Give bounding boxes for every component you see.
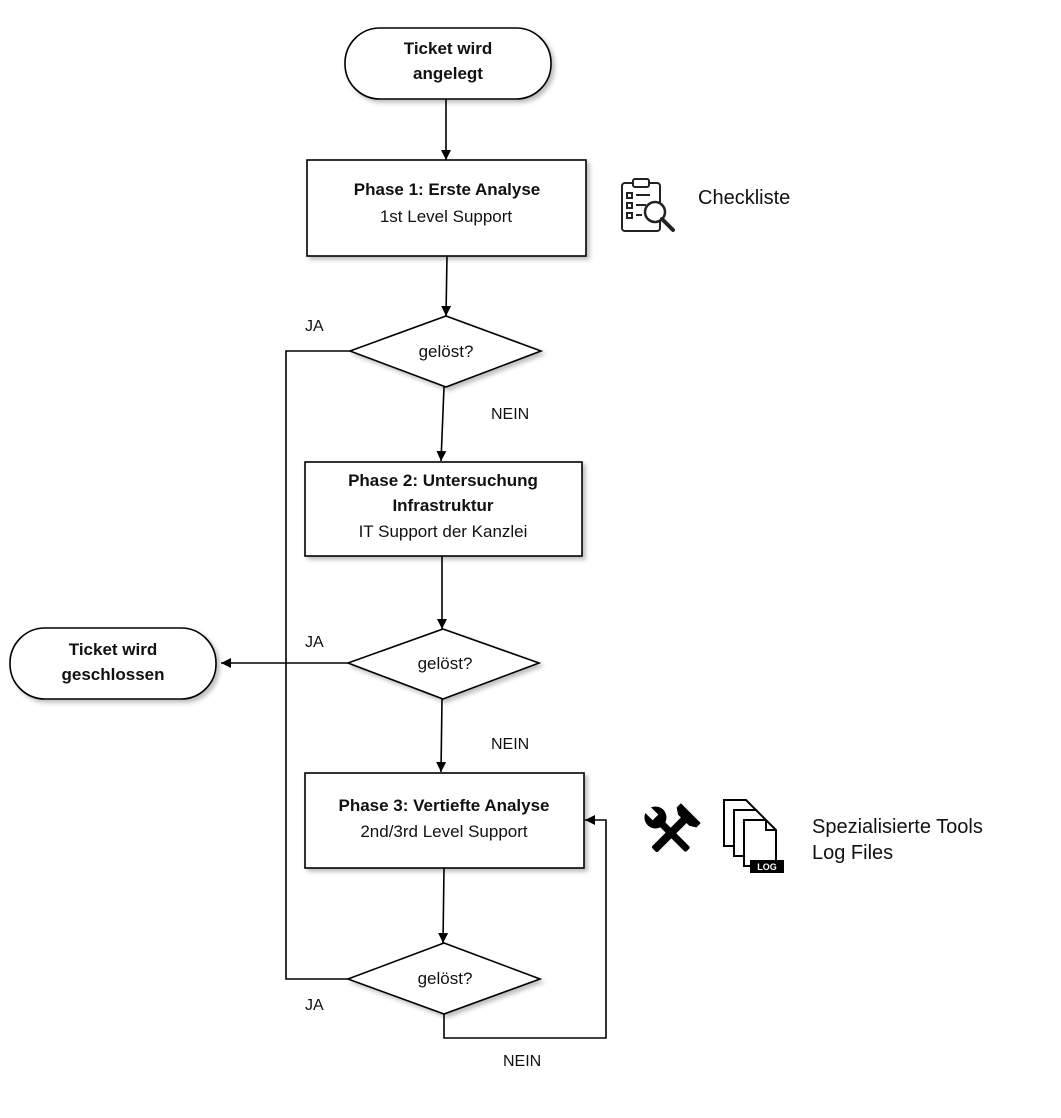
checklist-magnifier-icon <box>621 178 675 232</box>
end-line2: geschlossen <box>62 665 165 684</box>
decision-2: gelöst? <box>345 628 542 700</box>
phase1-title: Phase 1: Erste Analyse <box>354 180 540 199</box>
phase1-box: Phase 1: Erste Analyse 1st Level Support <box>306 159 587 257</box>
start-terminal: Ticket wird angelegt <box>344 27 552 100</box>
label-no-3: NEIN <box>503 1053 541 1070</box>
phase2-box: Phase 2: Untersuchung Infrastruktur IT S… <box>304 461 583 557</box>
decision-1: gelöst? <box>347 315 544 388</box>
phase1-subtitle: 1st Level Support <box>380 207 513 226</box>
edge-phase3-to-decision3 <box>438 867 449 944</box>
phase2-title-line2: Infrastruktur <box>392 496 493 515</box>
decision-3-label: gelöst? <box>418 969 473 988</box>
connectors <box>221 99 607 1039</box>
label-no-2: NEIN <box>491 736 529 753</box>
logs-label: Log Files <box>812 842 893 864</box>
start-line2: angelegt <box>413 64 483 83</box>
edge-labels: JA NEIN JA NEIN JA NEIN <box>305 318 541 1070</box>
phase2-title-line1: Phase 2: Untersuchung <box>348 471 538 490</box>
edge-decision3-no-loop <box>443 815 607 1039</box>
phase3-title: Phase 3: Vertiefte Analyse <box>338 796 549 815</box>
tools-icon <box>642 803 701 852</box>
label-yes-2: JA <box>305 634 324 651</box>
end-terminal: Ticket wird geschlossen <box>9 627 217 700</box>
phase3-subtitle: 2nd/3rd Level Support <box>360 822 528 841</box>
edge-decision2-no-to-phase3 <box>436 698 447 773</box>
edge-decision1-no-to-phase2 <box>436 386 447 462</box>
checklist-label: Checkliste <box>698 187 790 209</box>
label-no-1: NEIN <box>491 406 529 423</box>
label-yes-1: JA <box>305 318 324 335</box>
end-line1: Ticket wird <box>69 640 158 659</box>
edge-decision1-yes-loop <box>285 350 350 980</box>
decision-1-label: gelöst? <box>419 342 474 361</box>
phase3-box: Phase 3: Vertiefte Analyse 2nd/3rd Level… <box>304 772 585 869</box>
decision-3: gelöst? <box>345 942 543 1015</box>
decision-2-label: gelöst? <box>418 654 473 673</box>
start-line1: Ticket wird <box>404 39 493 58</box>
log-files-icon: LOG <box>723 799 784 873</box>
tools-label: Spezialisierte Tools <box>812 816 983 838</box>
log-badge: LOG <box>757 862 777 872</box>
phase2-subtitle: IT Support der Kanzlei <box>359 522 528 541</box>
label-yes-3: JA <box>305 997 324 1014</box>
edge-phase1-to-decision1 <box>441 255 452 317</box>
